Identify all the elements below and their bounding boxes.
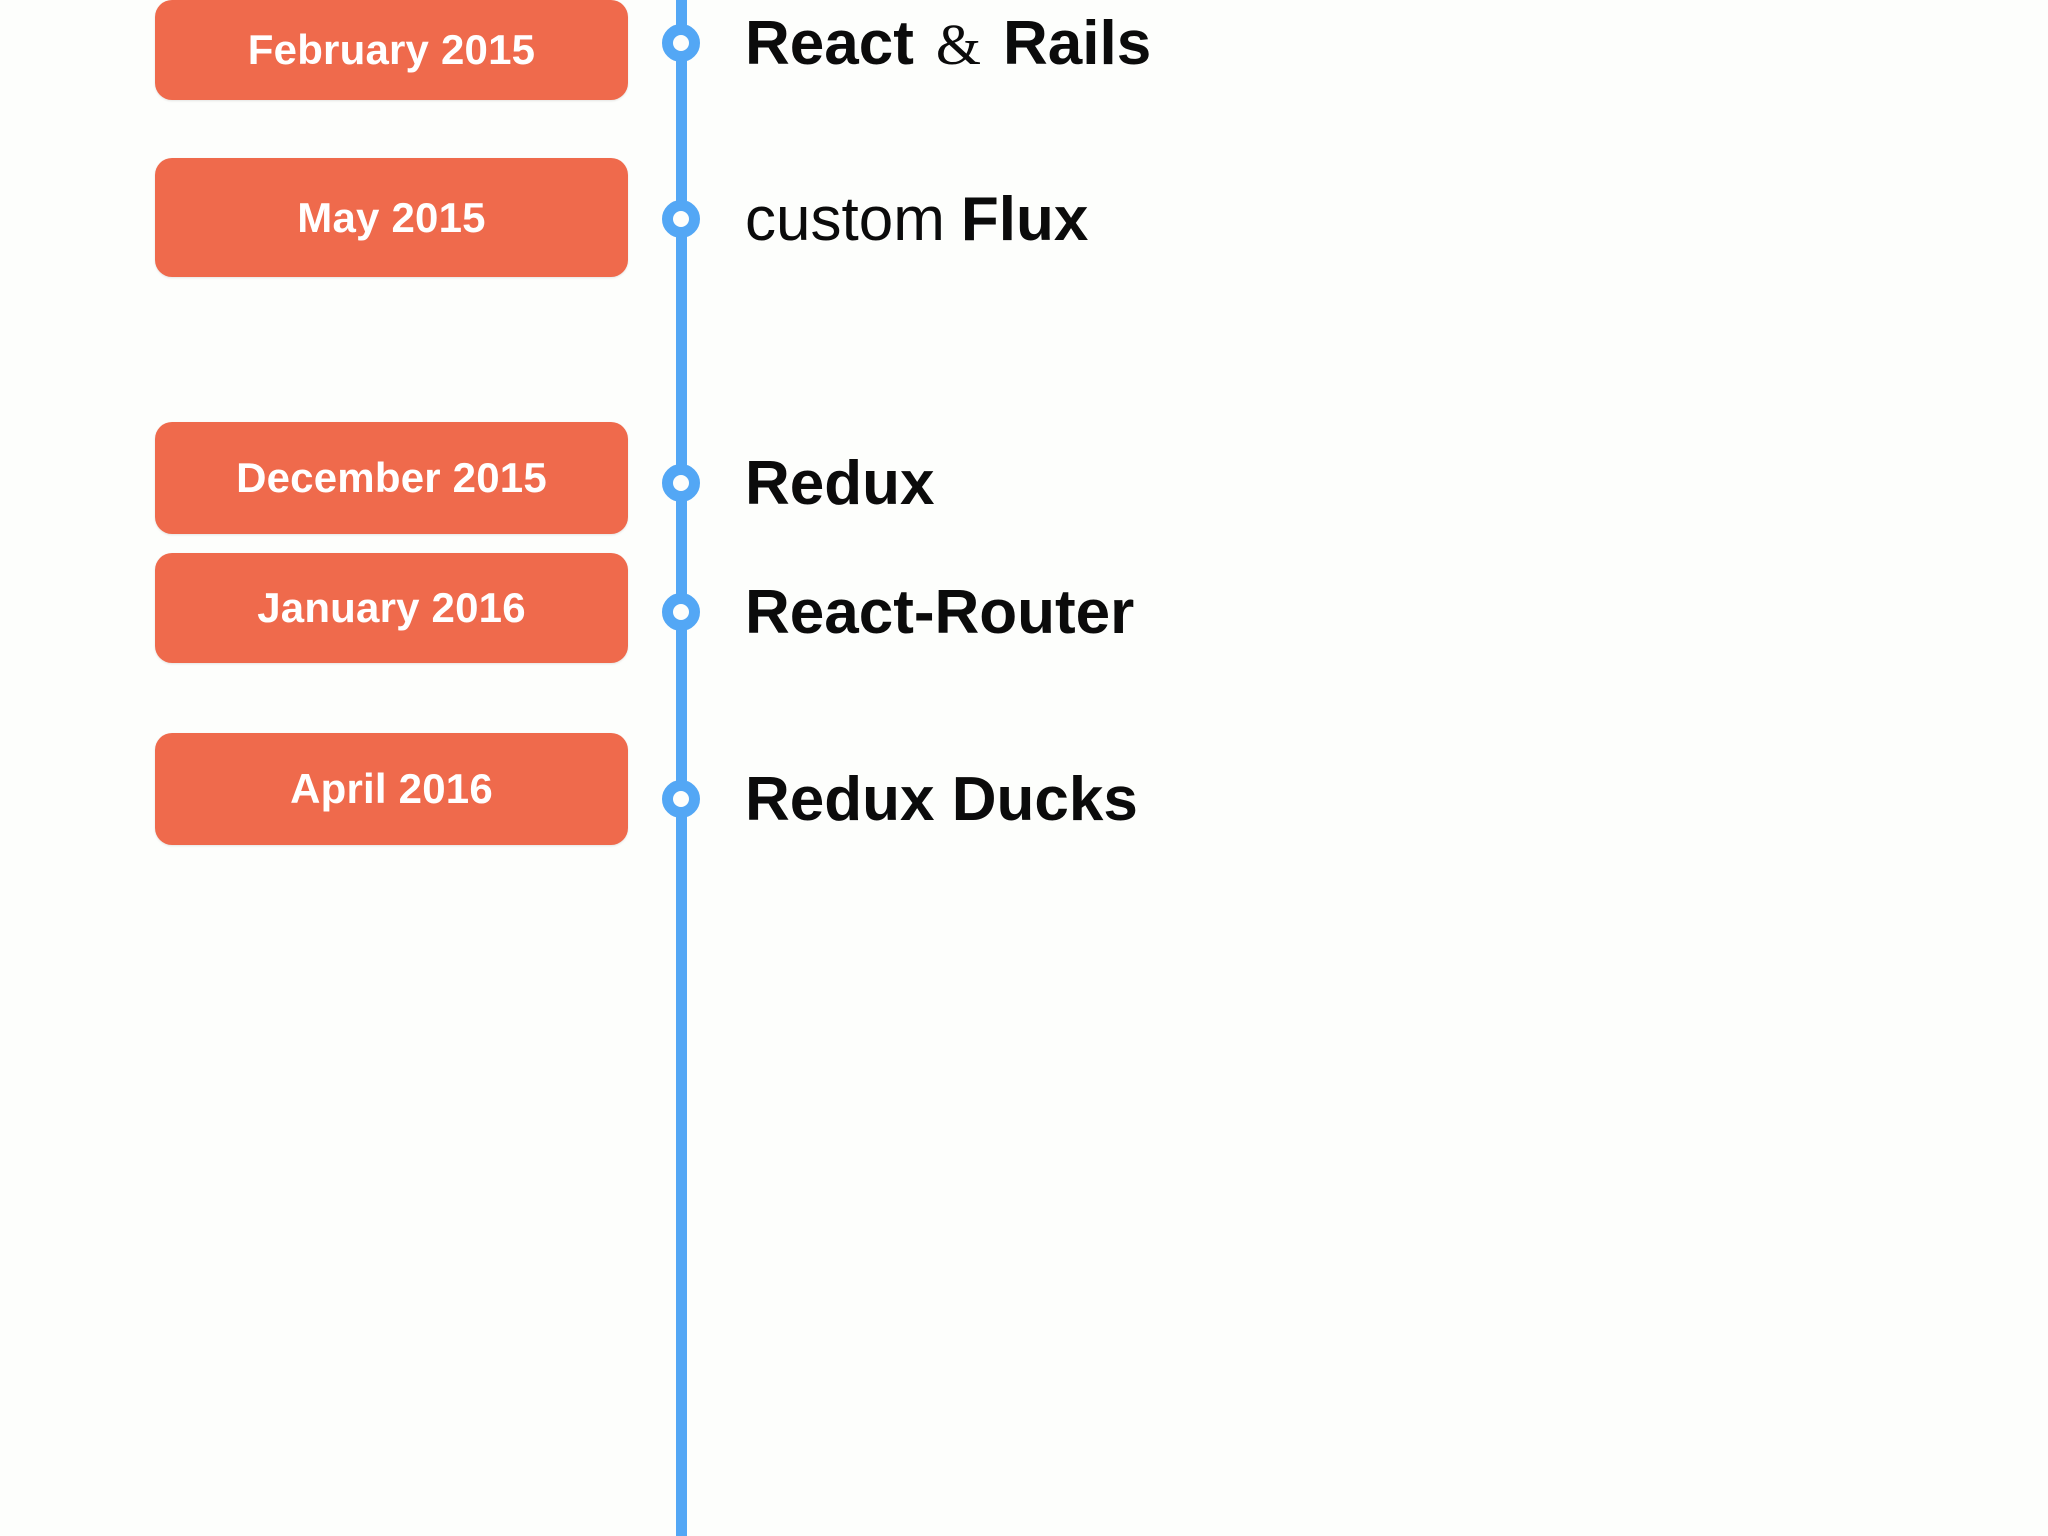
timeline-marker-dot-center <box>673 791 689 807</box>
timeline-date-label: February 2015 <box>247 26 536 73</box>
timeline-event-title-part: React <box>745 9 914 78</box>
timeline-event-title-part: React-Router <box>745 578 1135 647</box>
timeline-marker-dot-center <box>673 35 689 51</box>
timeline-event-title-part: Rails <box>1003 9 1152 78</box>
timeline-date-pill[interactable]: April 2016 <box>155 733 628 845</box>
timeline-event-title-part: Redux Ducks <box>745 765 1138 834</box>
timeline-spine <box>676 0 687 1536</box>
timeline-event-title-part: custom <box>745 185 945 254</box>
timeline-event-title-part: Redux <box>745 449 935 518</box>
timeline-marker-dot-center <box>673 475 689 491</box>
timeline-event-title: React-Router <box>745 582 1134 644</box>
timeline-marker-dot-icon[interactable] <box>662 200 700 238</box>
timeline-marker-dot-center <box>673 211 689 227</box>
timeline-event-title-part: & <box>935 12 981 77</box>
timeline-date-pill[interactable]: May 2015 <box>155 158 628 277</box>
timeline-date-label: April 2016 <box>290 765 493 812</box>
timeline-event-title: Redux Ducks <box>745 769 1138 831</box>
timeline-date-label: May 2015 <box>297 193 486 241</box>
timeline-marker-dot-icon[interactable] <box>662 593 700 631</box>
timeline-date-pill[interactable]: February 2015 <box>155 0 628 100</box>
timeline-event-title: Redux <box>745 453 934 515</box>
timeline-event-title-part: Flux <box>960 185 1089 254</box>
timeline-event-title: React&Rails <box>745 13 1151 75</box>
timeline-marker-dot-icon[interactable] <box>662 464 700 502</box>
timeline-date-pill[interactable]: January 2016 <box>155 553 628 663</box>
timeline-date-pill[interactable]: December 2015 <box>155 422 628 534</box>
timeline-date-label: December 2015 <box>236 454 547 501</box>
timeline-marker-dot-icon[interactable] <box>662 24 700 62</box>
timeline-marker-dot-center <box>673 604 689 620</box>
timeline-date-label: January 2016 <box>257 584 526 631</box>
timeline-marker-dot-icon[interactable] <box>662 780 700 818</box>
